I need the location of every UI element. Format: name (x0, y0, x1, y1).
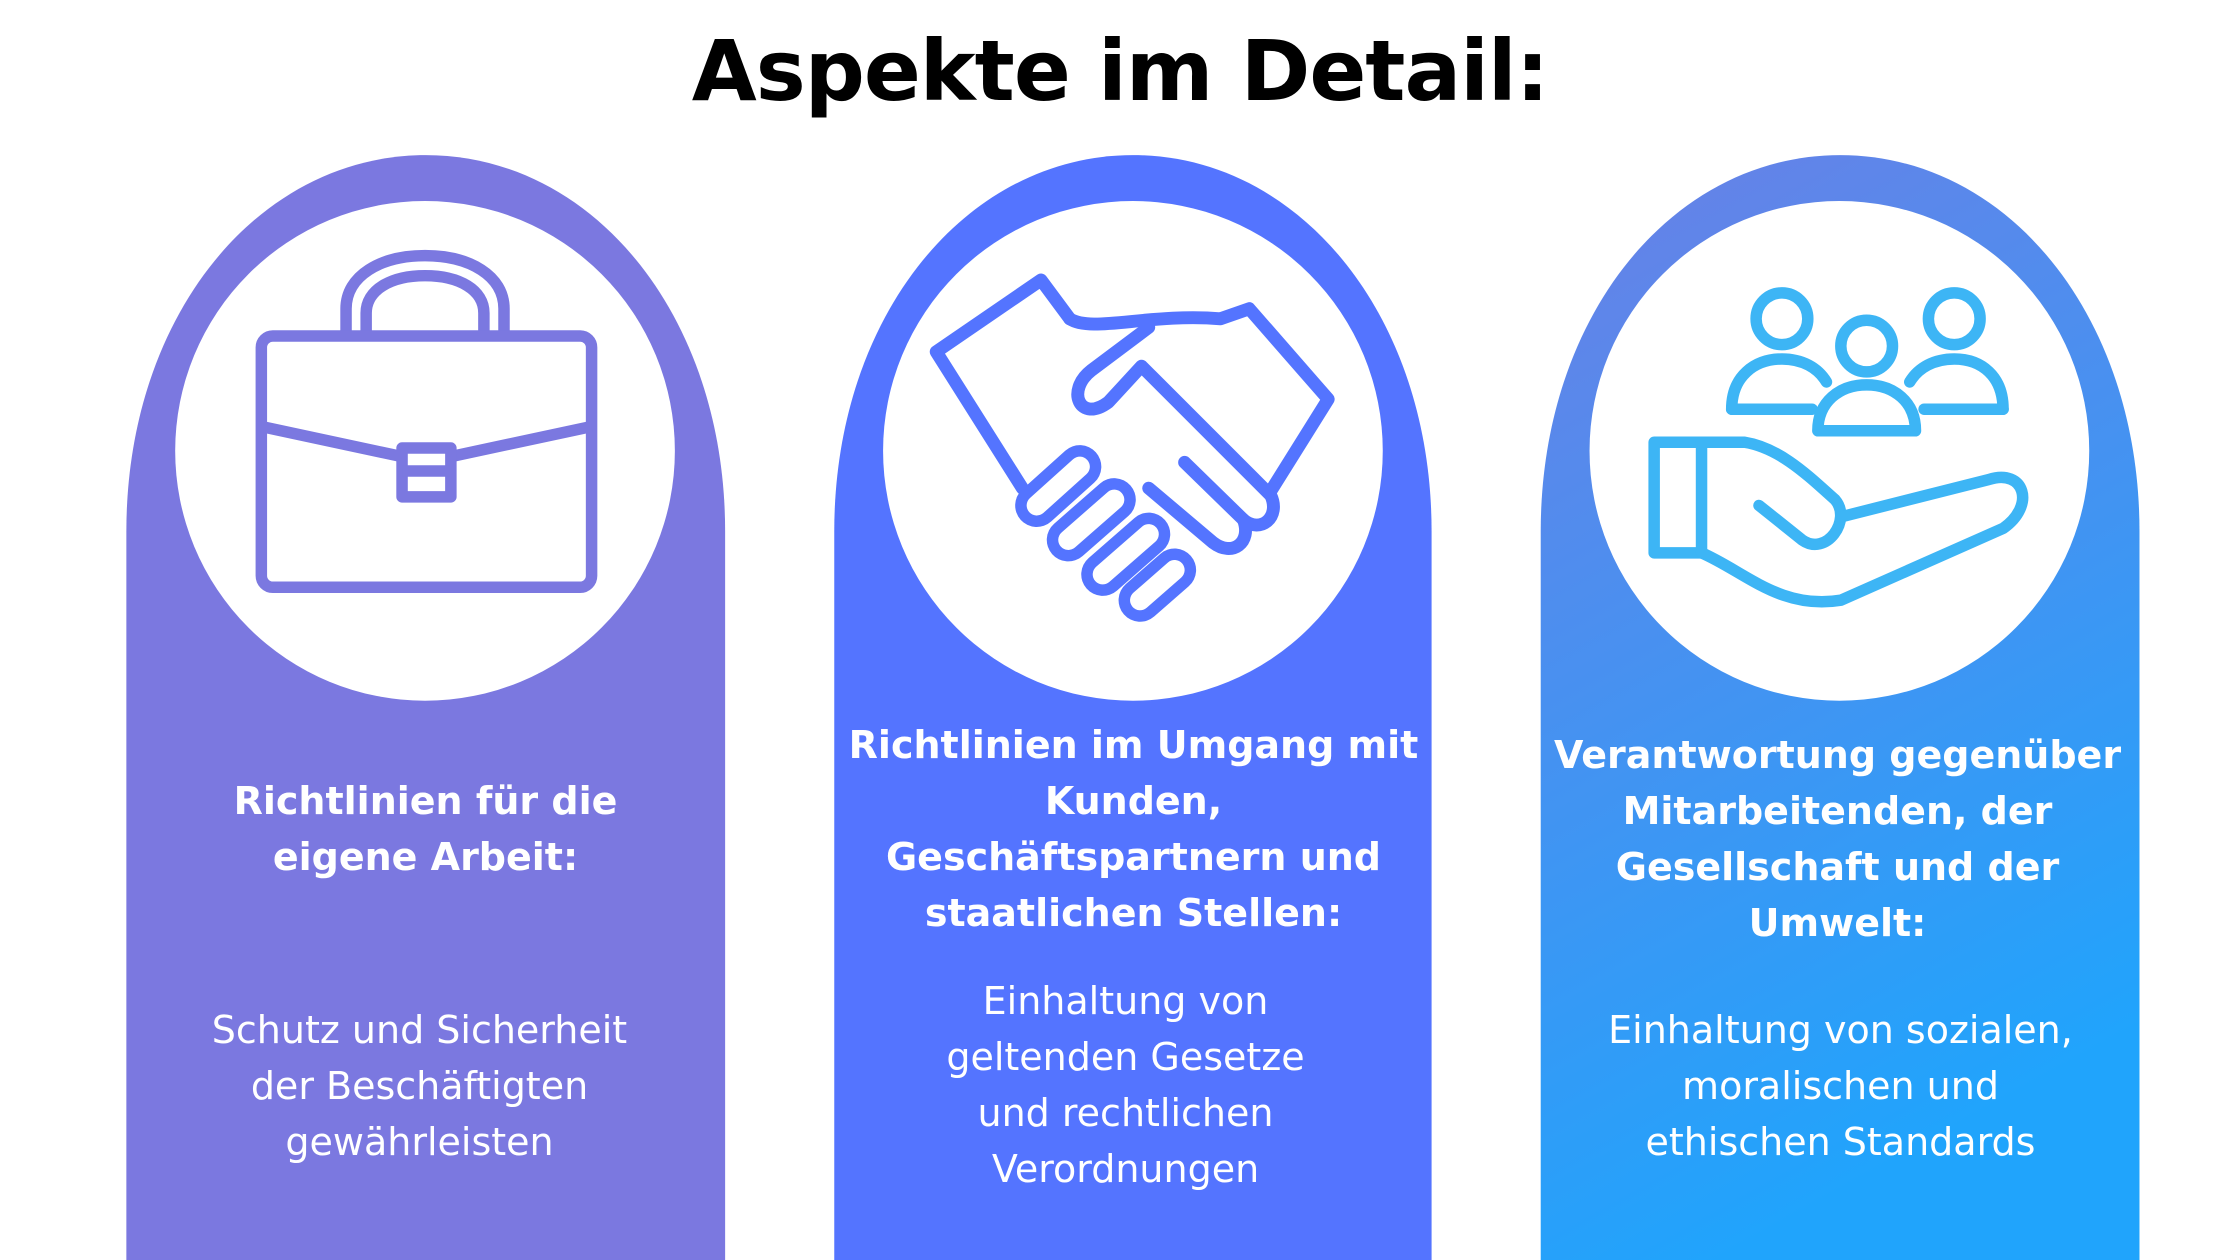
page-title: Aspekte im Detail: (691, 22, 1550, 120)
body-line: und rechtlichen (977, 1091, 1274, 1135)
body-line: gewährleisten (285, 1120, 554, 1164)
body-line: moralischen und (1682, 1064, 1999, 1108)
body-line: geltenden Gesetze (946, 1035, 1305, 1079)
card-3-body: Einhaltung von sozialen, moralischen und… (1541, 1002, 2140, 1170)
card-3-heading: Verantwortung gegenüber Mitarbeitenden, … (1538, 727, 2137, 951)
card-1-body: Schutz und Sicherheit der Beschäftigten … (120, 1002, 719, 1170)
heading-line: Kunden, (1044, 779, 1223, 823)
icon-circle-2 (883, 201, 1383, 701)
body-line: Schutz und Sicherheit (211, 1008, 628, 1052)
heading-line: Verantwortung gegenüber (1553, 733, 2122, 777)
handshake-icon (929, 273, 1335, 622)
body-line: Verordnungen (991, 1147, 1260, 1191)
heading-line: eigene Arbeit: (272, 835, 579, 879)
heading-line: Umwelt: (1748, 901, 1927, 945)
body-line: der Beschäftigten (250, 1064, 589, 1108)
card-1-heading: Richtlinien für die eigene Arbeit: (126, 773, 725, 885)
heading-line: Richtlinien im Umgang mit (848, 723, 1419, 767)
heading-line: Richtlinien für die (233, 779, 618, 823)
heading-line: Geschäftspartnern und (885, 835, 1382, 879)
heading-line: staatlichen Stellen: (924, 891, 1343, 935)
heading-line: Gesellschaft und der (1615, 845, 2060, 889)
heading-line: Mitarbeitenden, der (1622, 789, 2053, 833)
people-in-hand-icon (1648, 287, 2029, 608)
icon-circle-3 (1589, 201, 2090, 701)
body-line: ethischen Standards (1645, 1120, 2036, 1164)
body-line: Einhaltung von (982, 979, 1269, 1023)
briefcase-icon (255, 249, 598, 594)
card-2-body: Einhaltung von geltenden Gesetze und rec… (826, 973, 1425, 1197)
body-line: Einhaltung von sozialen, (1608, 1008, 2073, 1052)
card-2-heading: Richtlinien im Umgang mit Kunden, Geschä… (834, 717, 1433, 941)
